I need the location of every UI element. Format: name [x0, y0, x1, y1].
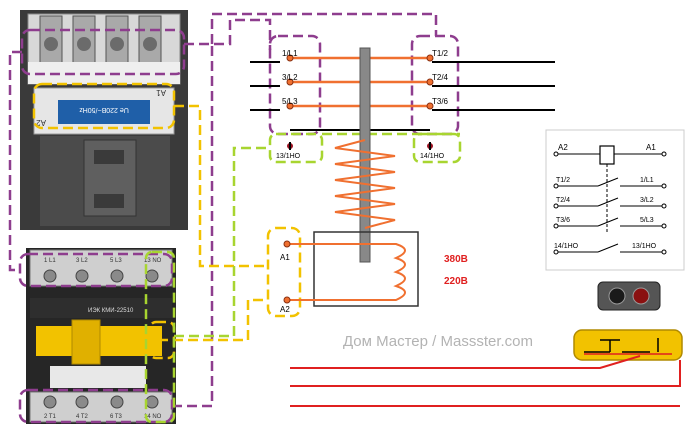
- control-wiring: [290, 355, 681, 407]
- bottom-photo-top-terminal-1: 1 L1: [44, 258, 56, 264]
- coil-label-a2: A2: [36, 118, 46, 127]
- contactor-photo-top: Ue 220B~/50Hz A1 A2: [20, 10, 188, 230]
- bottom-photo-top-terminal-2: 3 L2: [76, 258, 88, 264]
- symbol-row-right-2: 3/L2: [640, 197, 654, 204]
- contactor-symbol: A2 A1 T1/2 T2/4 T3/6 14/1НО 1/L1 3/L2 5/…: [545, 129, 685, 271]
- control-switch: [573, 329, 683, 361]
- contactor-schematic: 1/L1 3/L2 5/L3 T1/2 T2/4 T3/6 13/1НО 14/…: [250, 47, 555, 314]
- contact-label-5l3: 5/L3: [282, 97, 298, 106]
- symbol-row-left-1: T1/2: [556, 177, 570, 184]
- return-spring: [334, 139, 396, 229]
- symbol-coil-a1: A1: [646, 143, 656, 152]
- bottom-photo-bottom-terminal-4: 14 NO: [144, 414, 162, 420]
- contact-label-t36: T3/6: [432, 97, 449, 106]
- symbol-coil-a2: A2: [558, 143, 568, 152]
- contact-label-t12: T1/2: [432, 49, 449, 58]
- voltage-220: 220В: [444, 276, 468, 287]
- aux-label-13: 13/1НО: [276, 153, 301, 160]
- symbol-row-left-3: T3/6: [556, 217, 570, 224]
- bottom-photo-bottom-terminal-3: 6 T3: [110, 414, 123, 420]
- voltage-380: 380В: [444, 254, 468, 265]
- symbol-row-right-3: 5/L3: [640, 217, 654, 224]
- bottom-photo-top-terminal-4: 13 NO: [144, 258, 162, 264]
- coil-rating-text: Ue 220B~/50Hz: [79, 106, 129, 113]
- coil-winding: [290, 243, 406, 301]
- contactor-photo-bottom: 1 L1 3 L2 5 L3 13 NO ИЭК КМИ-22510 2 T1 …: [26, 248, 176, 424]
- aux-label-14: 14/1НО: [420, 153, 445, 160]
- coil-terminal-a2: A2: [280, 305, 290, 314]
- symbol-row-left-2: T2/4: [556, 197, 570, 204]
- symbol-row-right-4: 13/1НО: [632, 243, 657, 250]
- contact-label-1l1: 1/L1: [282, 49, 298, 58]
- bottom-photo-bottom-terminal-2: 4 T2: [76, 414, 89, 420]
- bottom-photo-top-terminal-3: 5 L3: [110, 258, 122, 264]
- contact-label-3l2: 3/L2: [282, 73, 298, 82]
- watermark: Дом Мастер / Massster.com: [343, 333, 533, 350]
- coil-label-a1: A1: [156, 88, 166, 97]
- bottom-photo-bottom-terminal-1: 2 T1: [44, 414, 57, 420]
- start-stop-buttons: [597, 281, 661, 311]
- stop-button-icon: [608, 287, 626, 305]
- symbol-row-right-1: 1/L1: [640, 177, 654, 184]
- start-button-icon: [632, 287, 650, 305]
- coil-terminal-a1: A1: [280, 253, 290, 262]
- contact-label-t24: T2/4: [432, 73, 449, 82]
- aux-contact-links: [144, 132, 462, 424]
- bottom-photo-model: ИЭК КМИ-22510: [88, 308, 134, 314]
- symbol-row-left-4: 14/1НО: [554, 243, 579, 250]
